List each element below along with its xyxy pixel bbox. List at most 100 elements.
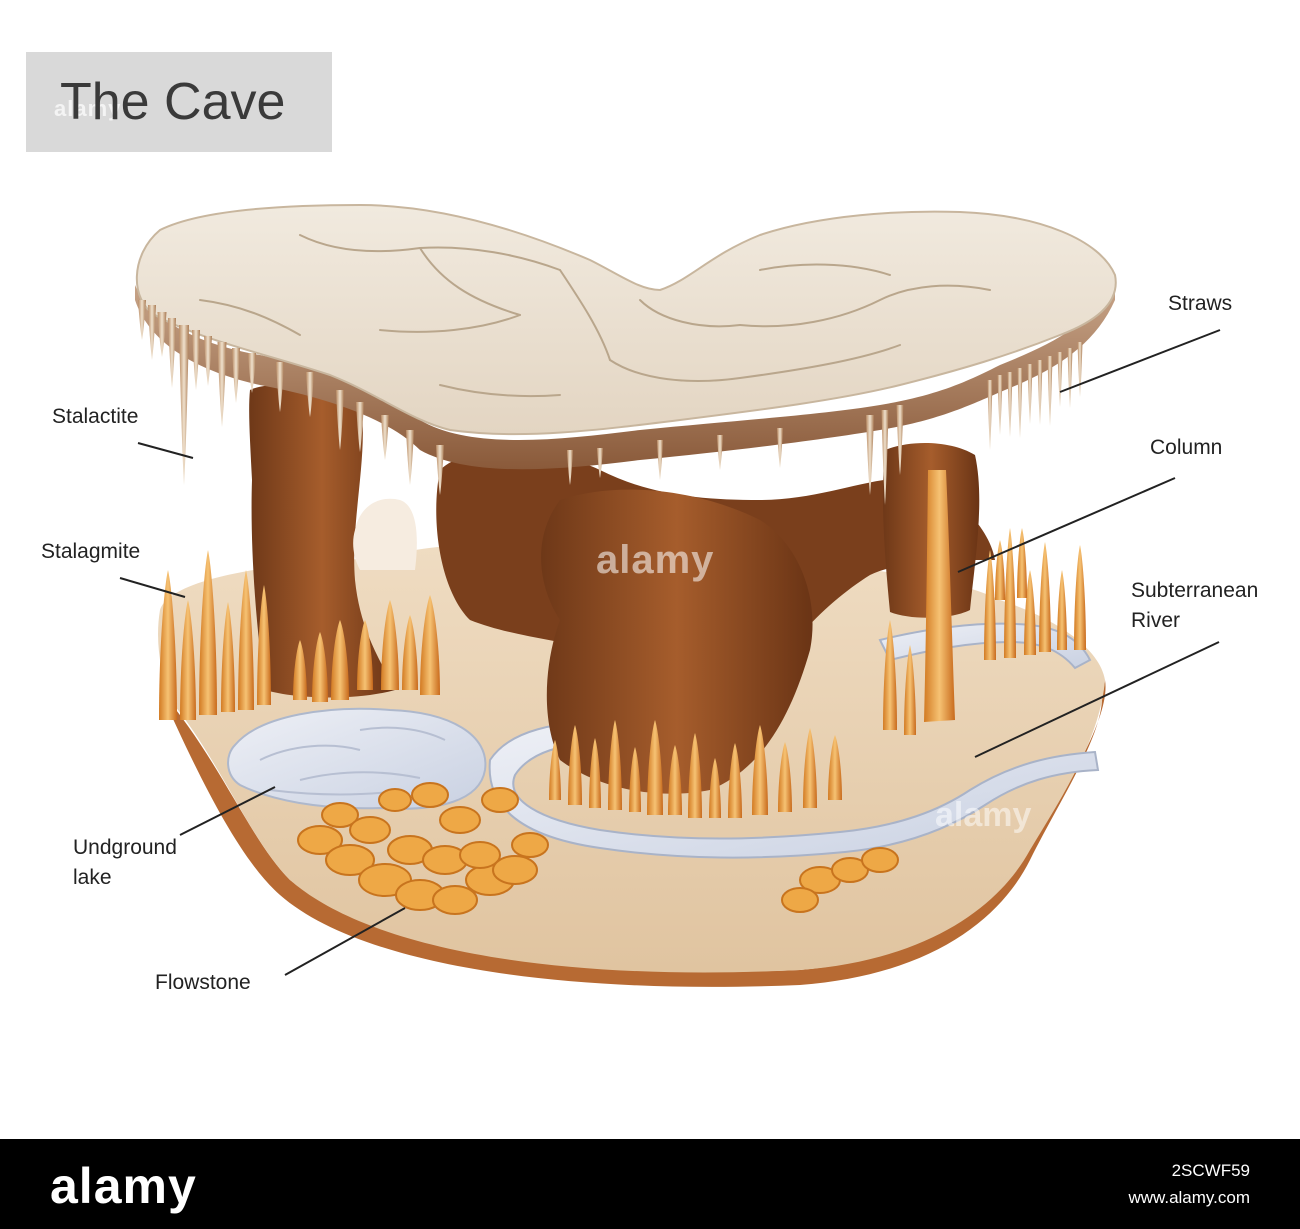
flowstone-blob <box>492 855 538 885</box>
stalactite-shape <box>356 402 364 452</box>
stalactite-shape <box>597 448 603 478</box>
flowstone-blob <box>439 806 481 834</box>
stalagmite-shape <box>709 758 721 818</box>
stalagmite-shape <box>381 600 399 690</box>
stalagmite-shape <box>995 540 1005 600</box>
label-underground-lake-line1: Undground <box>73 836 177 859</box>
stalactite-shape <box>168 318 176 388</box>
title-watermark: alamy <box>54 96 122 121</box>
stalagmite-shape <box>1074 545 1086 650</box>
label-subterranean-river-line1: Subterranean <box>1131 579 1259 602</box>
label-underground-lake-line2: lake <box>73 866 112 889</box>
flowstone-blob <box>297 825 343 855</box>
label-subterranean-river: Subterranean River <box>1131 576 1258 636</box>
stalagmite-shape <box>257 585 271 705</box>
stalactite-shape <box>157 312 167 357</box>
flowstone-blob <box>325 844 375 876</box>
cave-illustration <box>119 203 1221 987</box>
stalactite-shape <box>436 445 444 495</box>
stalactite-shape <box>406 430 414 485</box>
flowstone-leader <box>284 907 406 976</box>
stalagmite-shape <box>668 745 682 815</box>
page-title: The Cave <box>60 73 286 131</box>
label-stalagmite: Stalagmite <box>41 540 141 563</box>
stalactite-shape <box>1057 352 1063 407</box>
stalagmite-shape <box>883 620 897 730</box>
stalagmite-shape <box>1024 570 1036 655</box>
arch-opening <box>353 498 417 570</box>
stalactite-shape <box>567 450 573 485</box>
stalagmite-shape <box>549 740 561 800</box>
flowstone-blob <box>511 832 549 858</box>
footer-image-id: 2SCWF59 <box>1171 1161 1250 1180</box>
stalagmite-shape <box>238 570 254 710</box>
lake-ripples <box>259 726 446 796</box>
stalactite-shape <box>1067 348 1073 408</box>
roof-cracks <box>199 234 991 398</box>
stalactite-shape <box>866 415 874 495</box>
stalactite-shape <box>232 348 240 403</box>
footer-image-info: 2SCWF59 www.alamy.com <box>1128 1157 1250 1211</box>
stalagmite-shape <box>752 725 768 815</box>
stalagmite-shape <box>402 615 418 690</box>
stalagmite-shape <box>629 747 641 812</box>
stalactite-shape <box>138 300 146 340</box>
stalagmite-leader <box>119 577 186 598</box>
flowstone-blob <box>378 788 412 812</box>
stalactite-shape <box>1017 368 1023 438</box>
leader-lines <box>119 329 1221 976</box>
stalagmite-shape <box>357 620 373 690</box>
stalactite-shape <box>1027 364 1033 424</box>
river-leader <box>974 641 1220 758</box>
stalactite-shape <box>777 428 783 468</box>
label-stalactite: Stalactite <box>52 405 139 428</box>
title-box: alamy The Cave <box>26 52 332 152</box>
stalagmite-shape <box>688 733 702 818</box>
stalagmite-shape <box>904 645 916 735</box>
stalagmite-group <box>159 528 1086 818</box>
stalactite-shape <box>657 440 663 480</box>
stalactite-shape <box>381 415 389 460</box>
footer-site: www.alamy.com <box>1128 1188 1250 1207</box>
stalagmite-shape <box>1057 570 1067 650</box>
stalagmite-shape <box>312 632 328 702</box>
center-watermark: alamy <box>596 538 715 582</box>
roof-surface <box>135 203 1117 436</box>
flowstone-group <box>297 782 899 915</box>
stalactite-shape <box>1077 342 1083 397</box>
stalagmite-shape <box>728 743 742 818</box>
left-pillar <box>249 384 395 698</box>
label-straws: Straws <box>1168 292 1233 315</box>
stalagmite-shape <box>221 602 235 712</box>
stalagmite-shape <box>199 550 217 715</box>
stalagmite-shape <box>331 620 349 700</box>
stalactite-shape <box>997 375 1003 435</box>
stalactite-shape <box>1037 360 1043 425</box>
stalactite-shape <box>1007 372 1013 437</box>
stalagmite-shape <box>589 738 601 808</box>
flowstone-blob <box>432 885 478 915</box>
stalagmite-shape <box>828 735 842 800</box>
subterranean-river <box>488 722 1100 859</box>
stalagmite-shape <box>180 600 196 720</box>
stalactite-shape <box>248 353 256 393</box>
stalagmite-shape <box>159 570 177 720</box>
footer-bar: alamy 2SCWF59 www.alamy.com <box>0 1139 1300 1229</box>
stalagmite-shape <box>1004 528 1016 658</box>
flowstone-blob <box>861 847 899 873</box>
stalactite-shape <box>148 305 156 360</box>
straws-leader <box>1059 329 1221 393</box>
stalactite-shape <box>306 372 314 417</box>
stalagmite-shape <box>1039 542 1051 652</box>
label-flowstone: Flowstone <box>155 971 251 994</box>
central-column <box>541 489 813 794</box>
flowstone-blob <box>349 816 391 844</box>
stalagmite-shape <box>568 725 582 805</box>
stalagmite-shape <box>608 720 622 810</box>
column-formation <box>924 470 955 722</box>
label-subterranean-river-line2: River <box>1131 609 1181 632</box>
stalagmite-shape <box>778 742 792 812</box>
stalagmite-shape <box>984 550 996 660</box>
stalactite-leader <box>137 442 194 459</box>
flowstone-blob <box>481 787 519 813</box>
